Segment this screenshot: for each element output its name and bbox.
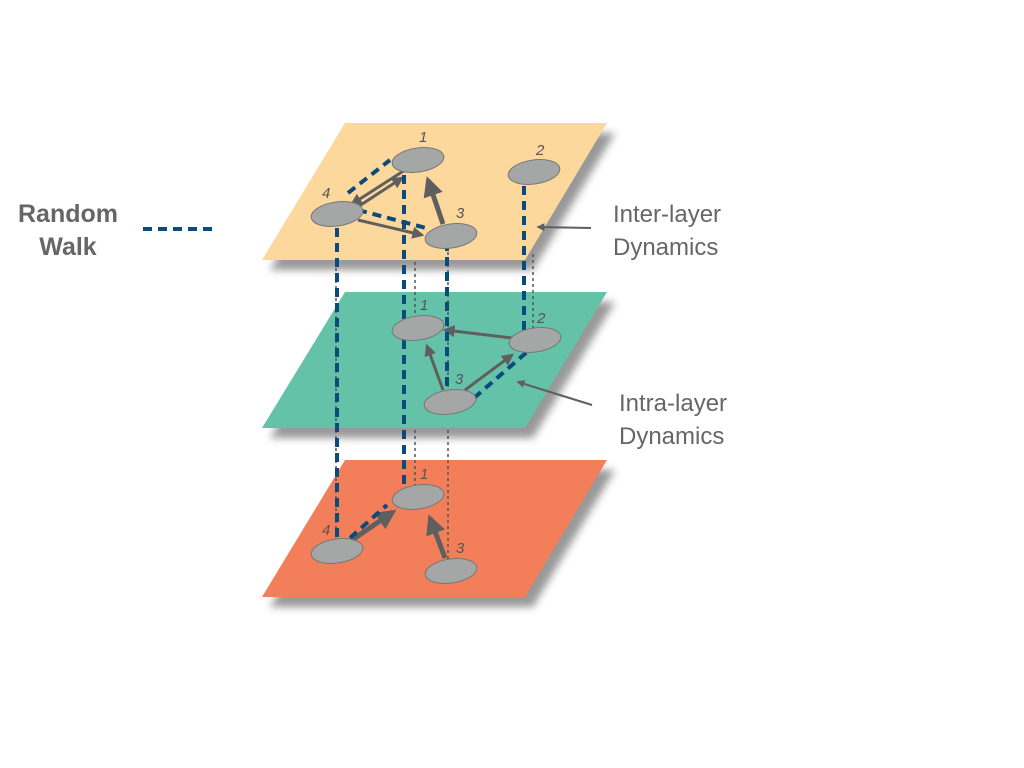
node-top-3	[424, 223, 478, 249]
node-label: 3	[456, 205, 465, 222]
node-bottom-1	[391, 484, 445, 510]
node-label: 3	[456, 540, 465, 557]
inter-layer-label-line1: Inter-layer	[613, 201, 721, 228]
node-label: 1	[420, 466, 428, 483]
node-label: 1	[419, 129, 427, 146]
node-top-4	[310, 201, 364, 227]
nodes-middle: 1 2 3	[391, 297, 562, 415]
node-label: 2	[535, 142, 545, 159]
node-label: 4	[322, 185, 330, 202]
legend-label-line1: Random	[18, 200, 118, 228]
intra-layer-pointer-arrow	[516, 380, 593, 406]
edges-bottom	[350, 509, 448, 559]
layer-plane-middle	[262, 292, 607, 428]
node-label: 1	[420, 297, 428, 314]
node-top-1	[391, 147, 445, 173]
node-middle-3	[423, 389, 477, 415]
node-label: 3	[455, 371, 464, 388]
node-middle-2	[508, 327, 562, 353]
edges-middle	[424, 325, 514, 392]
node-label: 2	[536, 310, 546, 327]
intra-layer-label-line2: Dynamics	[619, 423, 724, 450]
inter-layer-label-line2: Dynamics	[613, 234, 718, 261]
node-bottom-3	[424, 558, 478, 584]
layer-middle	[262, 292, 615, 438]
nodes-top: 1 2 3 4	[310, 129, 561, 249]
intra-layer-label-line1: Intra-layer	[619, 390, 727, 417]
node-top-2	[507, 159, 561, 185]
legend-label-line2: Walk	[39, 233, 97, 261]
node-bottom-4	[310, 538, 364, 564]
inter-layer-pointer-arrow	[536, 223, 592, 232]
layer-bottom	[262, 460, 615, 607]
node-label: 4	[322, 522, 330, 539]
node-middle-1	[391, 315, 445, 341]
nodes-bottom: 1 3 4	[310, 466, 478, 584]
